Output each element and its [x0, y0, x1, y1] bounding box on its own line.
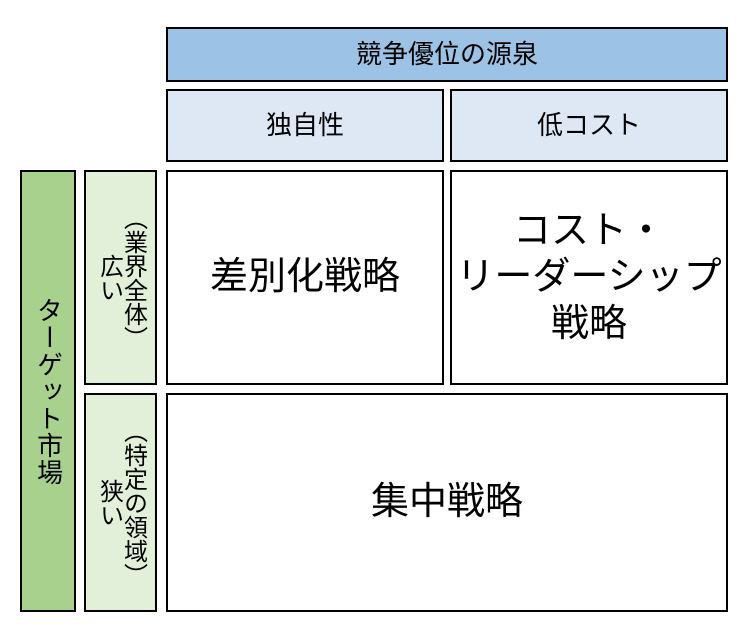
column-axis-header-label: 競争優位の源泉 [355, 38, 538, 69]
cost-leadership-line-3: 戦略 [550, 302, 627, 345]
cell-differentiation-strategy: 差別化戦略 [166, 170, 444, 385]
column-axis-header: 競争優位の源泉 [166, 27, 728, 82]
row-header-broad-text: （業界全体） 広い [95, 172, 147, 383]
row-header-narrow-scope: 狭い [95, 478, 123, 527]
cell-cost-leadership-strategy-label: コスト・ リーダーシップ 戦略 [456, 208, 721, 347]
column-header-uniqueness: 独自性 [166, 89, 444, 162]
cell-differentiation-strategy-label: 差別化戦略 [209, 256, 400, 299]
column-header-low-cost: 低コスト [450, 89, 728, 162]
cost-leadership-line-2: リーダーシップ [456, 256, 722, 299]
row-header-narrow: （特定の領域） 狭い [84, 393, 157, 612]
cell-focus-strategy: 集中戦略 [166, 393, 728, 612]
row-header-broad-detail: （業界全体） [119, 205, 147, 350]
cell-cost-leadership-strategy: コスト・ リーダーシップ 戦略 [450, 170, 728, 385]
column-header-uniqueness-label: 独自性 [265, 109, 344, 140]
row-axis-header-label: ターゲット市場 [33, 296, 64, 486]
row-header-broad: （業界全体） 広い [84, 170, 157, 385]
row-header-narrow-text: （特定の領域） 狭い [95, 395, 147, 610]
cost-leadership-line-1: コスト・ [512, 209, 665, 252]
column-header-low-cost-label: 低コスト [536, 109, 641, 140]
cell-focus-strategy-label: 集中戦略 [370, 481, 523, 524]
row-header-narrow-detail: （特定の領域） [119, 418, 147, 587]
row-axis-header: ターゲット市場 [20, 170, 76, 612]
row-header-broad-scope: 広い [95, 253, 123, 302]
